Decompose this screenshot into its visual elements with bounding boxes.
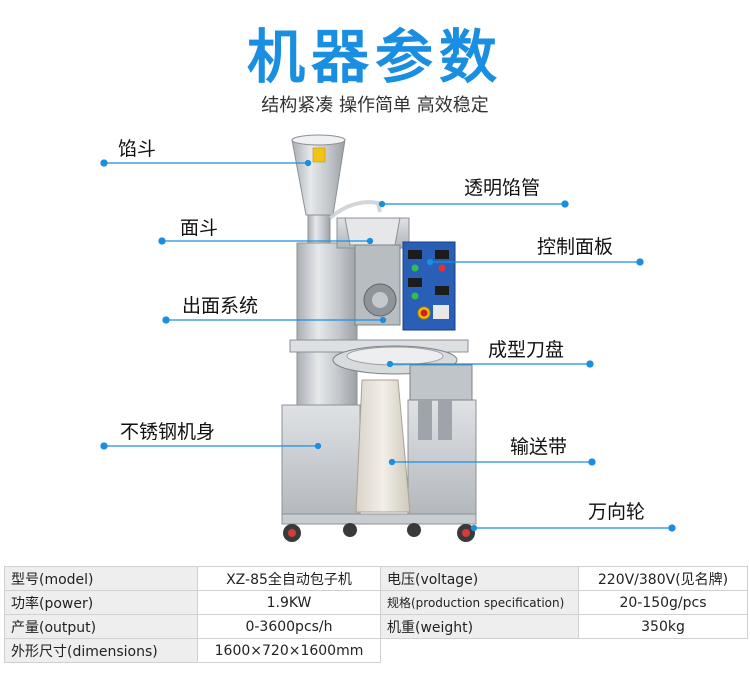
callout-steel-body: 不锈钢机身: [120, 421, 216, 443]
spec-value: 0-3600pcs/h: [197, 614, 381, 639]
spec-label: 功率(power): [4, 590, 198, 615]
callout-forming-disc: 成型刀盘: [488, 339, 565, 361]
table-row: 产量(output) 0-3600pcs/h 机重(weight) 350kg: [4, 614, 748, 639]
casters: [283, 523, 475, 542]
machine-illustration: [100, 134, 676, 542]
callout-filling-hopper: 馅斗: [118, 138, 157, 160]
transparent-tube: [328, 200, 382, 220]
table-row: 外形尺寸(dimensions) 1600×720×1600mm: [4, 638, 748, 663]
spec-value: 1600×720×1600mm: [197, 638, 381, 663]
callout-conveyor: 输送带: [510, 436, 568, 458]
conveyor-belt: [355, 379, 411, 513]
empty-cell: [380, 638, 579, 663]
table-row: 型号(model) XZ-85全自动包子机 电压(voltage) 220V/3…: [4, 566, 748, 591]
callout-leaders: [100, 159, 676, 532]
machine-body: [281, 339, 477, 525]
forming-disc: [332, 345, 473, 440]
filling-hopper: [291, 134, 346, 246]
spec-label: 机重(weight): [380, 614, 579, 639]
spec-label: 规格(production specification): [380, 590, 579, 615]
spec-label: 电压(voltage): [380, 566, 579, 591]
page-title: 机器参数: [246, 23, 503, 91]
table-row: 功率(power) 1.9KW 规格(production specificat…: [4, 590, 748, 615]
spec-value: 350kg: [578, 614, 748, 639]
spec-table: 型号(model) XZ-85全自动包子机 电压(voltage) 220V/3…: [4, 566, 748, 663]
callout-casters: 万向轮: [588, 501, 646, 523]
callout-dough-hopper: 面斗: [180, 217, 219, 239]
spec-label: 外形尺寸(dimensions): [4, 638, 198, 663]
callout-dough-system: 出面系统: [182, 295, 259, 317]
spec-value: XZ-85全自动包子机: [197, 566, 381, 591]
callout-transparent-tube: 透明馅管: [464, 177, 541, 199]
page-subtitle: 结构紧凑 操作简单 高效稳定: [261, 95, 489, 116]
spec-value: 220V/380V(见名牌): [578, 566, 748, 591]
empty-cell: [578, 638, 748, 663]
upper-column: [296, 217, 410, 344]
spec-label: 产量(output): [4, 614, 198, 639]
control-panel: [402, 241, 456, 331]
callout-control-panel: 控制面板: [537, 236, 614, 258]
spec-value: 20-150g/pcs: [578, 590, 748, 615]
spec-label: 型号(model): [4, 566, 198, 591]
spec-value: 1.9KW: [197, 590, 381, 615]
